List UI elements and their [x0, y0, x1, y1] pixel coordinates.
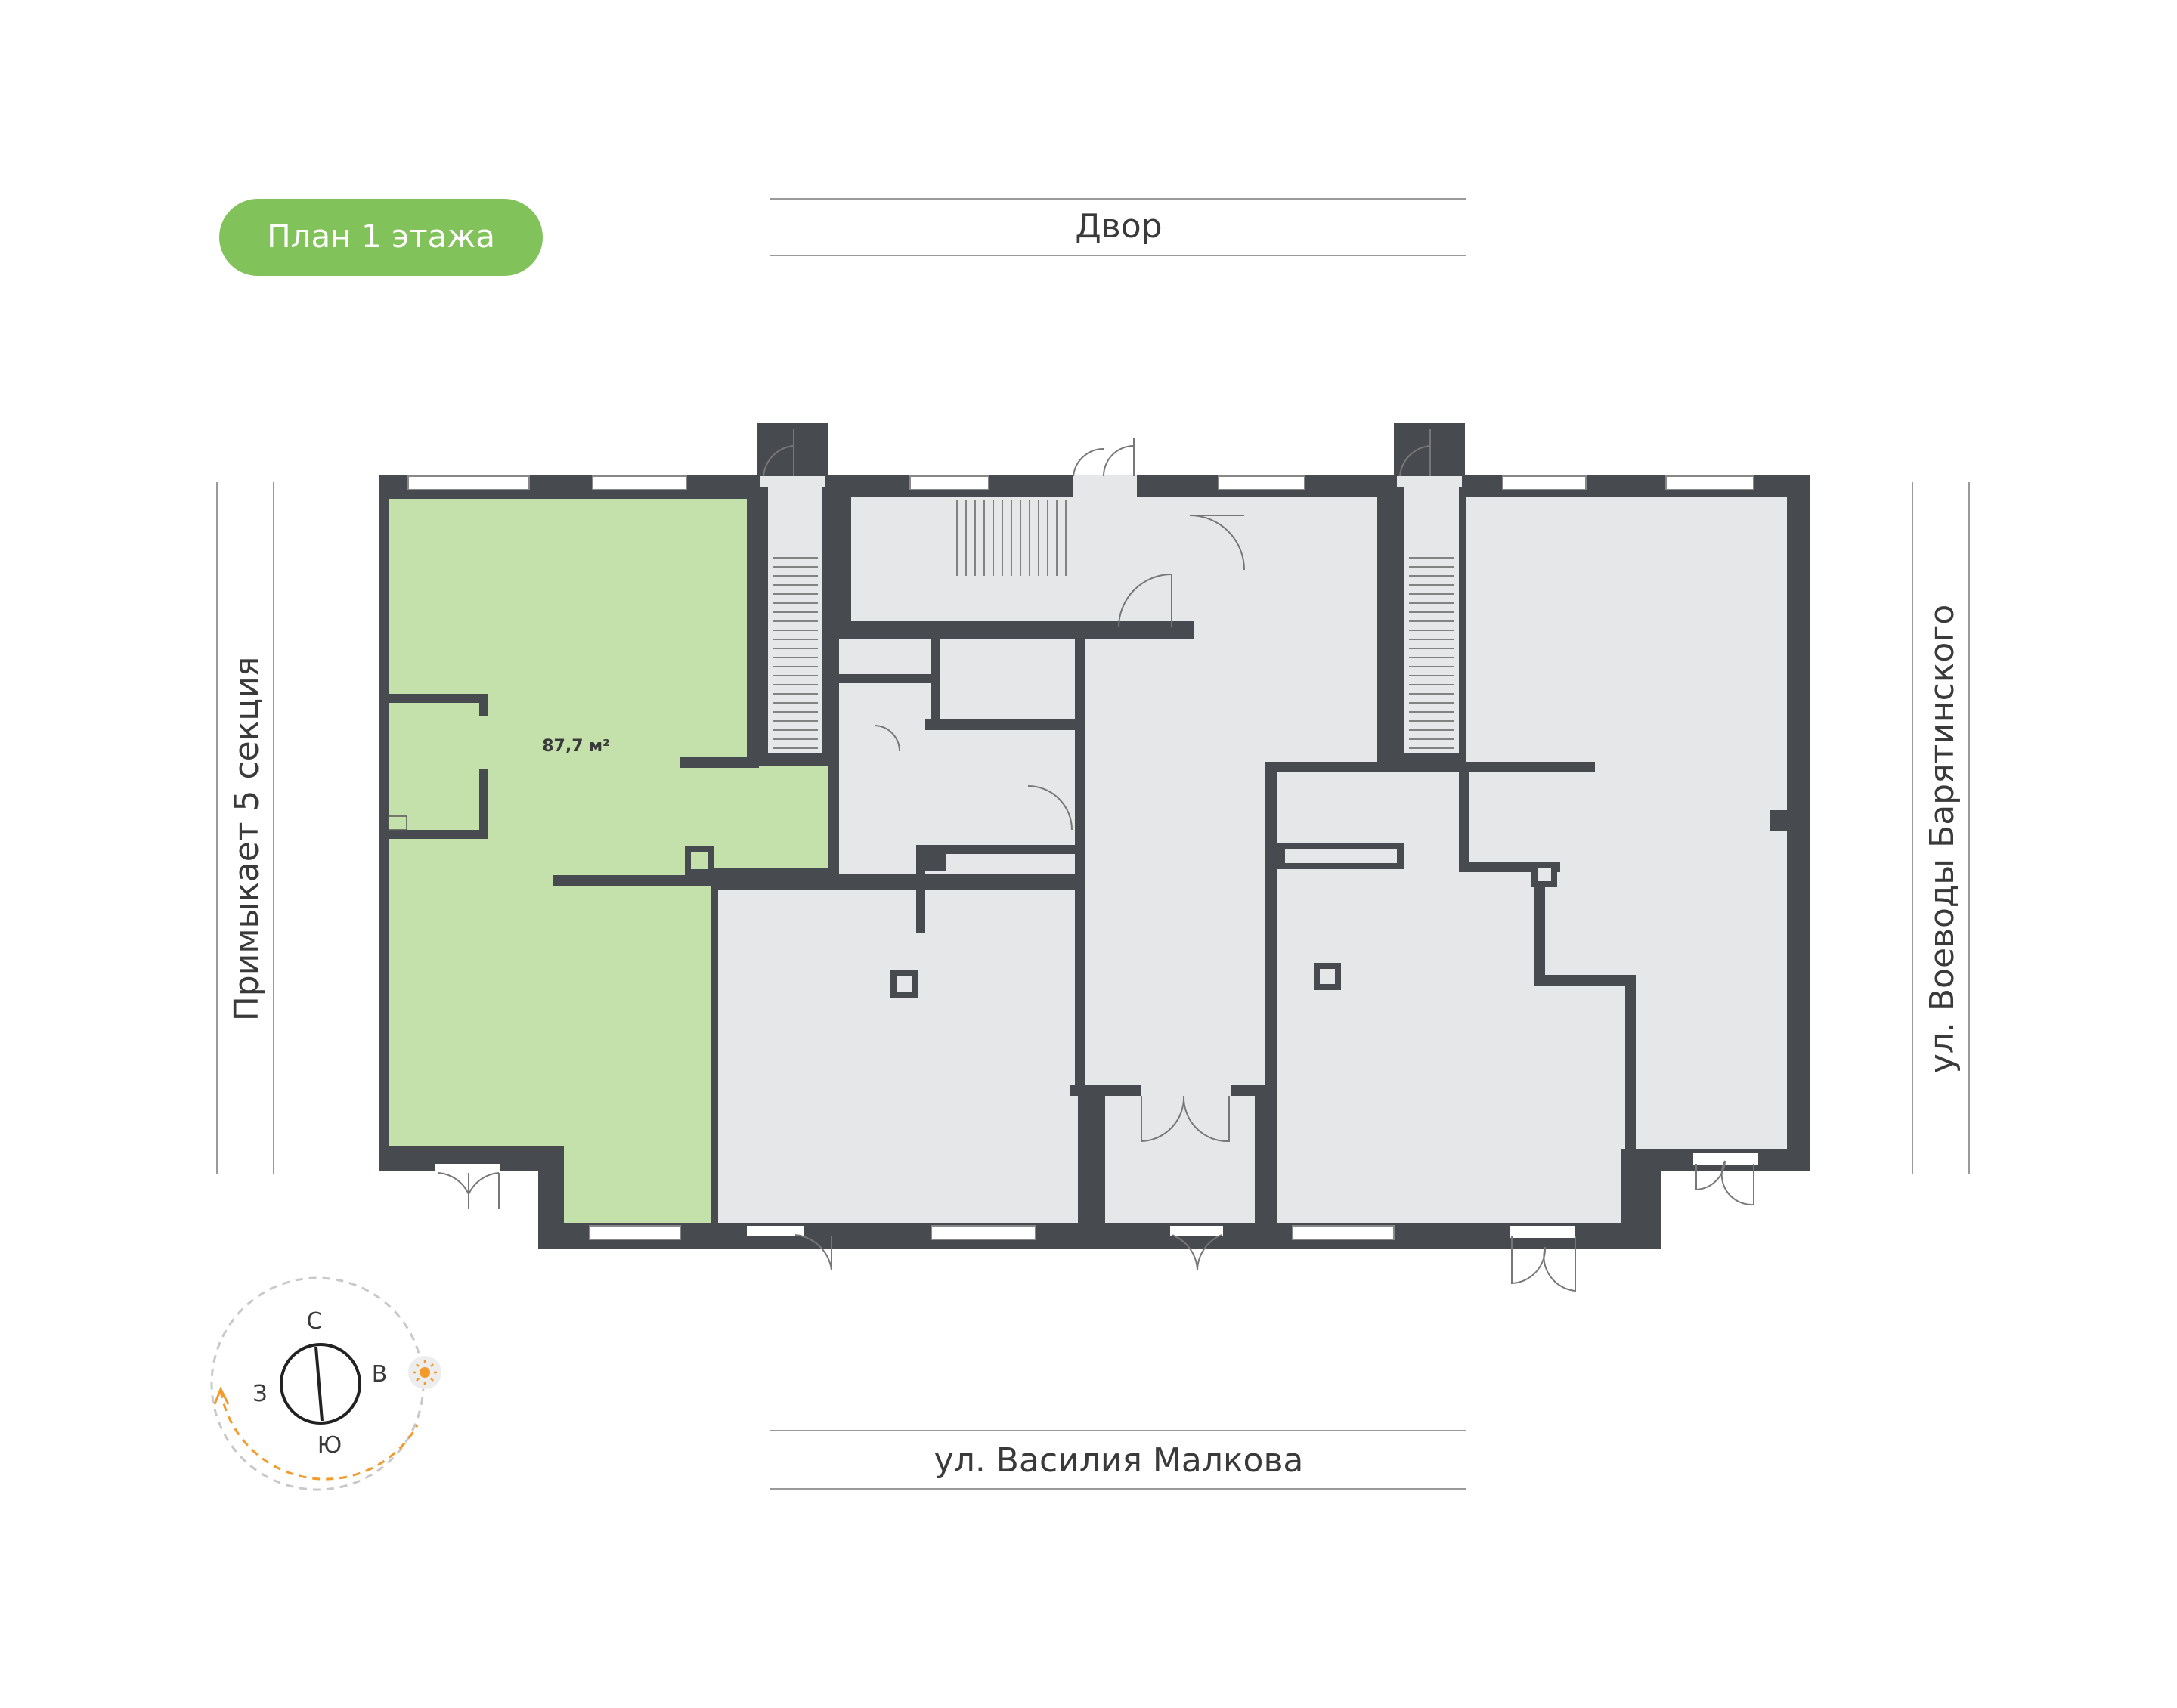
street-left-label: Примыкает 5 секция: [228, 657, 266, 1022]
unit-87-7[interactable]: 87,7 м²: [388, 499, 835, 1223]
compass-north: С: [307, 1308, 323, 1335]
compass-east: В: [372, 1361, 388, 1388]
street-top-label: Двор: [1075, 207, 1162, 246]
sun-icon: [408, 1356, 441, 1389]
compass-south: Ю: [317, 1432, 342, 1459]
street-right: ул. Воеводы Барятинского: [1912, 482, 1970, 1174]
building: 87,7 м²: [379, 423, 1810, 1292]
unit-area-label: 87,7 м²: [542, 737, 610, 756]
compass: С Ю З В: [210, 1276, 441, 1491]
compass-west: З: [252, 1381, 267, 1407]
floor-badge[interactable]: План 1 этажа: [219, 199, 543, 276]
floor-badge-label: План 1 этажа: [267, 218, 495, 255]
street-left: Примыкает 5 секция: [216, 482, 274, 1174]
street-bottom: ул. Василия Малкова: [770, 1430, 1466, 1490]
street-bottom-label: ул. Василия Малкова: [934, 1441, 1304, 1480]
street-top: Двор: [770, 198, 1466, 256]
street-right-label: ул. Воеводы Барятинского: [1923, 605, 1962, 1074]
